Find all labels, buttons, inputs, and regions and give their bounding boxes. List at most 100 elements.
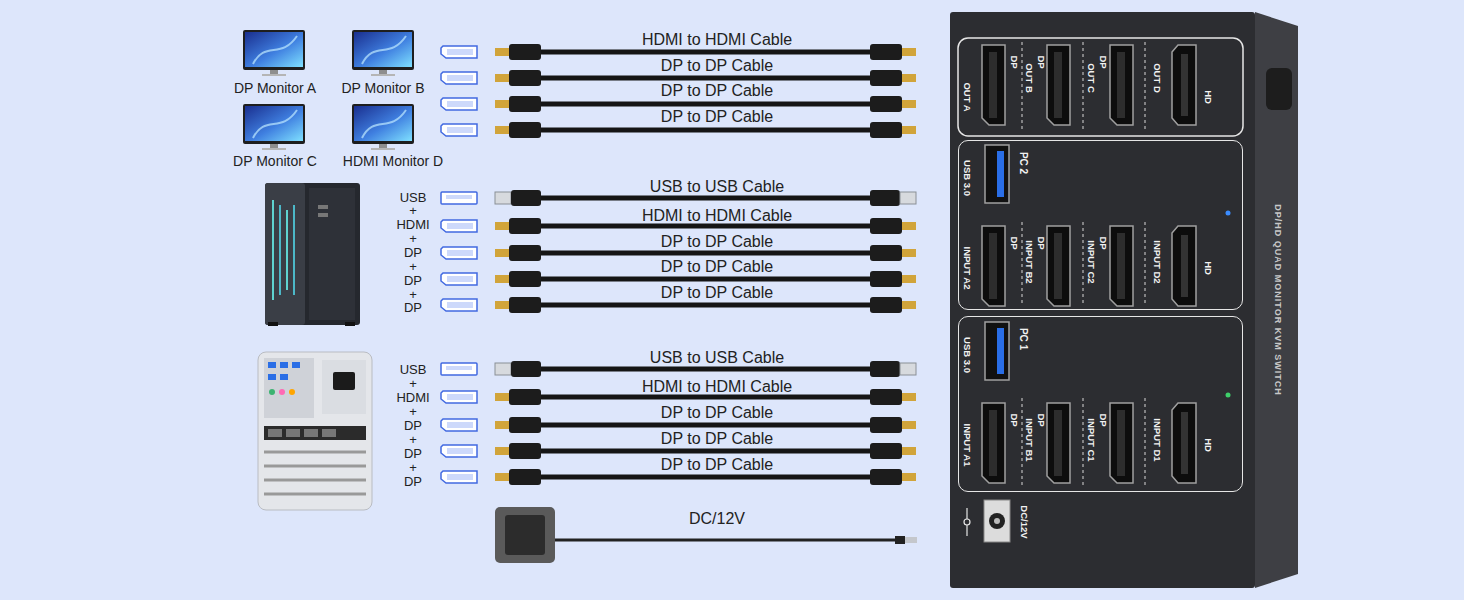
cable-plug	[870, 417, 916, 433]
cable-plug	[870, 297, 916, 313]
port-label: DP	[1036, 236, 1046, 249]
tower-side	[309, 188, 355, 320]
usb-plug	[870, 190, 916, 206]
hdmi-port	[1172, 403, 1196, 483]
cable-plug	[870, 96, 916, 112]
cable-plug	[495, 297, 541, 313]
pc-port-group: PC 2	[958, 140, 1243, 310]
cable-plug	[495, 96, 541, 112]
port-label: DP	[1098, 413, 1108, 426]
connection-label: +	[409, 405, 417, 418]
monitor-caption: HDMI Monitor D	[333, 151, 453, 171]
connection-label: USB	[400, 191, 427, 204]
output-group-outline	[958, 38, 1243, 136]
port-label: DC/12V	[1019, 505, 1029, 538]
divider	[1022, 42, 1023, 132]
dp-port	[1110, 226, 1133, 306]
connection-label: +	[409, 232, 417, 245]
port-icon	[441, 98, 477, 110]
dp-port	[982, 45, 1005, 125]
port-dividers	[1022, 42, 1145, 486]
port-icon	[441, 273, 477, 285]
port-label: OUT B	[1024, 63, 1034, 93]
io-shield	[264, 358, 314, 418]
usb-plug	[495, 190, 541, 206]
power-adapter	[495, 507, 917, 563]
cable-label: DP to DP Cable	[661, 259, 773, 275]
cable-label: HDMI to HDMI Cable	[642, 208, 792, 224]
cable-label: DP to DP Cable	[661, 285, 773, 301]
cable-plug	[495, 389, 541, 405]
usb-port-icon	[441, 192, 477, 204]
dp-port	[1047, 45, 1070, 125]
usb-port	[985, 145, 1009, 203]
usb-plug	[870, 361, 916, 377]
usb-port	[268, 374, 276, 380]
node-text: PC 2	[1018, 152, 1028, 174]
polarity-line	[966, 508, 967, 519]
connection-label: +	[409, 260, 417, 273]
gpu-port	[322, 429, 336, 437]
usb-port	[292, 362, 300, 368]
switch-knob	[1266, 68, 1292, 110]
cable-label: DP to DP Cable	[661, 457, 773, 473]
port-label: INPUT D1	[1152, 418, 1162, 461]
port-label: DP	[1098, 236, 1108, 249]
port-icon	[441, 46, 477, 58]
cable-label: DP to DP Cable	[661, 431, 773, 447]
divider	[1083, 42, 1084, 132]
cable-plug	[495, 44, 541, 60]
dp-port	[1047, 226, 1070, 306]
status-led	[1226, 211, 1231, 216]
slot-cover	[264, 493, 366, 496]
node-text: DP Monitor B	[333, 81, 433, 95]
cable-plug	[495, 271, 541, 287]
cable-plug	[870, 122, 916, 138]
polarity-ring	[964, 519, 970, 525]
dp-port	[982, 403, 1005, 483]
led-stripe	[272, 200, 274, 300]
port-icon	[441, 299, 477, 311]
cable-plug	[870, 271, 916, 287]
port-icon	[441, 445, 477, 457]
cable-plug	[495, 443, 541, 459]
divider	[1145, 222, 1146, 306]
connection-label: +	[409, 461, 417, 474]
connection-label: DP	[404, 301, 422, 314]
cable-plug	[495, 122, 541, 138]
gpu-port	[286, 429, 300, 437]
cable	[540, 449, 870, 454]
port-icon	[441, 391, 477, 403]
front-port	[318, 205, 328, 209]
divider	[1022, 222, 1023, 306]
usb-port	[985, 322, 1009, 380]
port-label: HD	[1203, 261, 1213, 275]
slot-cover	[264, 451, 366, 454]
divider	[1022, 398, 1023, 486]
usb-port-icon	[441, 363, 477, 375]
divider	[1145, 398, 1146, 486]
port-label: DP	[1036, 413, 1046, 426]
cable	[540, 277, 870, 282]
usb-port	[280, 362, 288, 368]
cable	[540, 251, 870, 256]
cable-plug	[495, 70, 541, 86]
psu	[322, 360, 366, 414]
port-label: INPUT D2	[1152, 240, 1162, 283]
monitor-caption: DP Monitor C	[226, 151, 324, 171]
gpu-port	[304, 429, 318, 437]
cable-label: HDMI to HDMI Cable	[642, 379, 792, 395]
monitor-icon	[243, 104, 305, 150]
divider	[1083, 222, 1084, 306]
port-icon	[441, 471, 477, 483]
port-label: DP	[1009, 236, 1019, 249]
port-icon	[441, 247, 477, 259]
port-label: OUT A	[962, 82, 972, 111]
connection-label: +	[409, 377, 417, 390]
cable	[540, 76, 870, 81]
node-text: DP Monitor A	[226, 81, 324, 95]
cable-label: DP to DP Cable	[661, 83, 773, 99]
connection-label: +	[409, 204, 417, 217]
cable-label: USB to USB Cable	[650, 350, 784, 366]
divider	[1083, 398, 1084, 486]
